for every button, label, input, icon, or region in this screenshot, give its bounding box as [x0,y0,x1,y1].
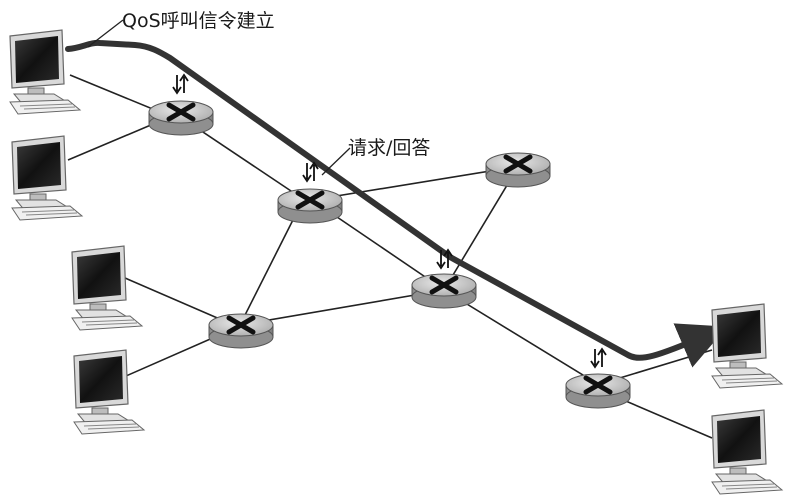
up-down-arrows-icon [302,162,319,182]
router-x-icon [209,314,273,348]
link-r4-r6 [443,289,597,384]
router-5 [209,314,273,348]
request-label-leader [321,147,351,176]
link-h2-r1 [67,121,159,161]
link-r5-r4 [239,289,445,326]
host-top-left [9,29,81,115]
router-x-icon [278,189,342,223]
arrows-router-6 [590,348,607,368]
router-x-icon [486,153,550,187]
qos-label-leader [87,19,124,48]
link-r2-r3 [311,166,516,201]
router-2 [278,189,342,223]
link-h3-r5 [124,277,223,321]
arrows-router-2 [302,162,319,182]
qos-setup-label: QoS呼叫信令建立 [122,10,275,32]
host-mid-left [11,135,83,221]
router-x-icon [149,101,213,135]
host-right-2 [711,409,783,495]
desktop-computer-icon [71,245,143,331]
router-x-icon [566,374,630,408]
desktop-computer-icon [711,409,783,495]
qos-signal-path [65,39,728,368]
router-4 [412,274,476,308]
up-down-arrows-icon [590,348,607,368]
up-down-arrows-icon [172,74,189,94]
router-1 [149,101,213,135]
link-r3-r4 [446,171,516,286]
desktop-computer-icon [711,303,783,389]
desktop-computer-icon [9,29,81,115]
link-h1-r1 [69,74,161,113]
desktop-computer-icon [73,349,145,435]
desktop-computer-icon [11,135,83,221]
link-r2-r5 [239,205,301,326]
host-right-1 [711,303,783,389]
router-x-icon [412,274,476,308]
arrows-router-1 [172,74,189,94]
router-6 [566,374,630,408]
host-left-3 [71,245,143,331]
host-left-4 [73,349,145,435]
router-3 [486,153,550,187]
link-h4-r5 [125,332,225,377]
request-reply-label: 请求/回答 [348,137,431,159]
